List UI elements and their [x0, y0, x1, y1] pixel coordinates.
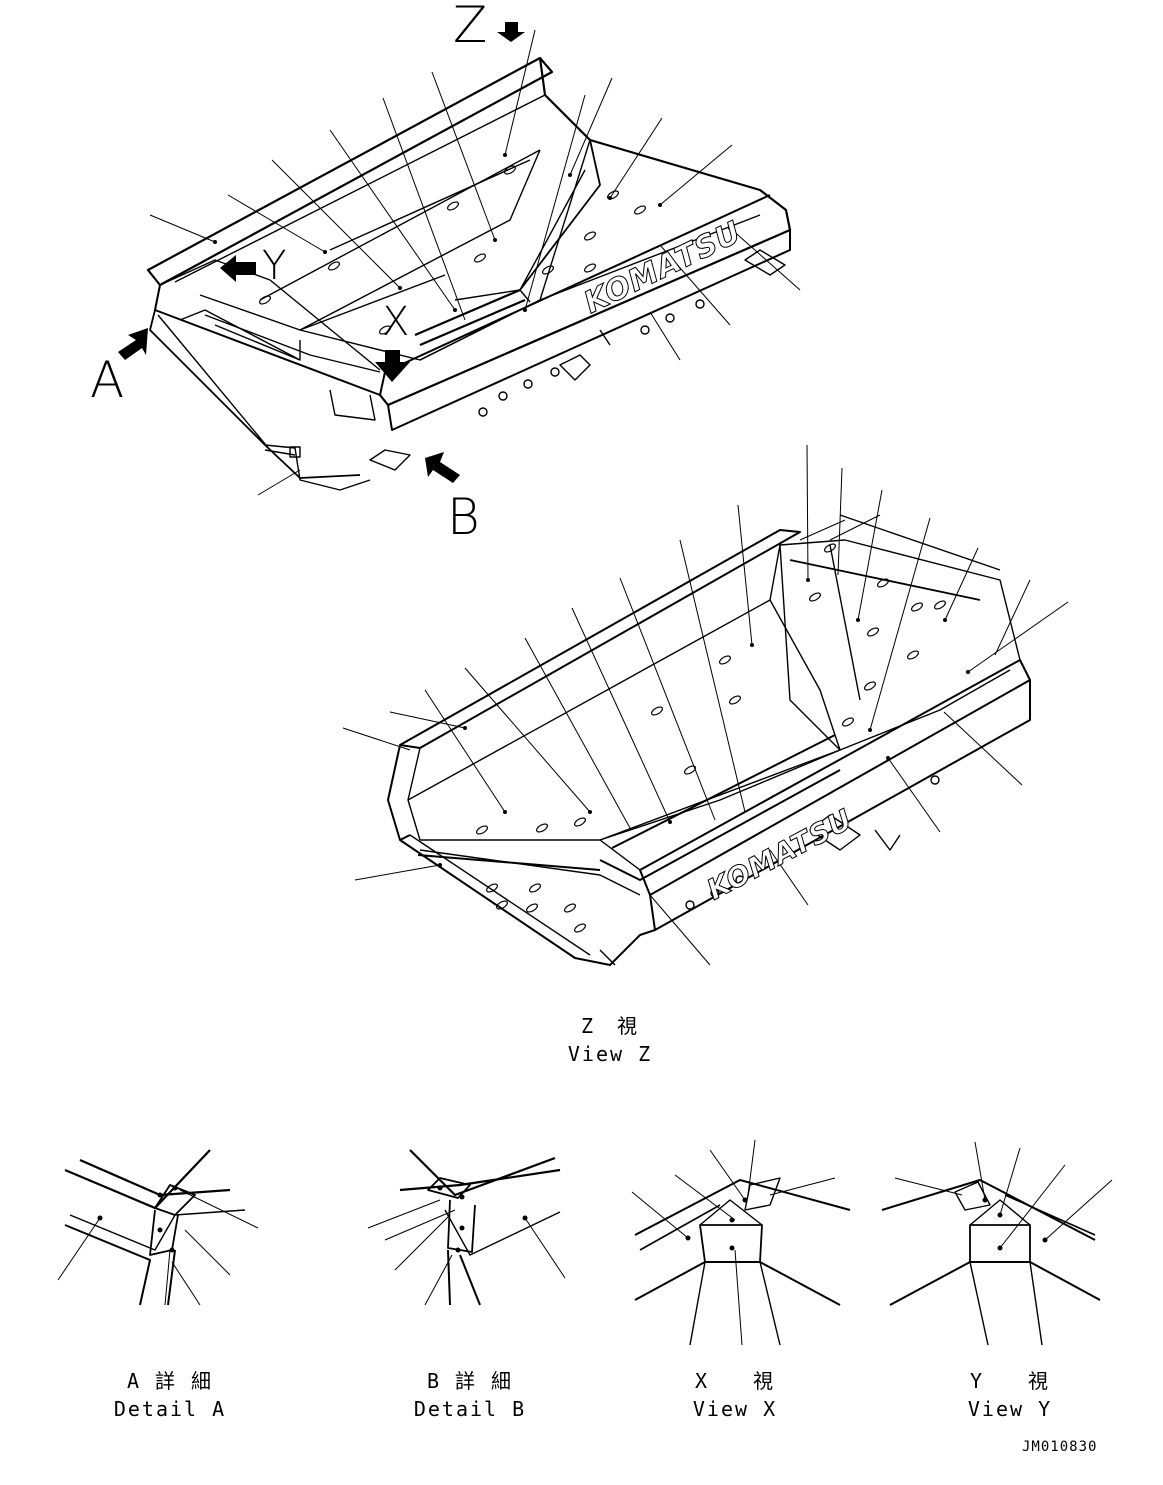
arrow-y-icon [220, 255, 256, 282]
caption-view-z-en: View Z [567, 1042, 653, 1066]
dump-body-top-view [118, 22, 801, 496]
marker-z: Z [453, 0, 488, 54]
caption-detail-b-en: Detail B [413, 1397, 527, 1421]
caption-detail-b-jp: B 詳 細 [426, 1369, 514, 1393]
dump-body-view-z [342, 444, 1069, 966]
view-x-drawing [631, 1139, 851, 1346]
arrow-z-icon [497, 22, 525, 42]
arrow-a-icon [118, 328, 148, 360]
marker-y: Y [262, 243, 287, 289]
caption-detail-b: B 詳 細 Detail B [385, 1367, 555, 1423]
arrow-x-icon [375, 350, 410, 382]
caption-view-z: Z 視 View Z [520, 1012, 700, 1068]
caption-view-x: X 視 View X [650, 1367, 820, 1423]
caption-detail-a-jp: A 詳 細 [126, 1369, 214, 1393]
marker-a: A [90, 351, 125, 409]
caption-view-y: Y 視 View Y [925, 1367, 1095, 1423]
view-y-drawing [881, 1141, 1113, 1346]
caption-detail-a-en: Detail A [113, 1397, 227, 1421]
caption-view-x-en: View X [692, 1397, 778, 1421]
caption-view-z-jp: Z 視 [580, 1014, 640, 1038]
caption-view-y-jp: Y 視 [969, 1369, 1051, 1393]
detail-b-drawing [367, 1149, 566, 1306]
caption-view-y-en: View Y [967, 1397, 1053, 1421]
detail-a-drawing [57, 1149, 259, 1306]
arrow-b-icon [425, 452, 460, 483]
caption-view-x-jp: X 視 [694, 1369, 776, 1393]
marker-b: B [447, 488, 480, 546]
drawing-code: JM010830 [1022, 1439, 1098, 1455]
caption-detail-a: A 詳 細 Detail A [85, 1367, 255, 1423]
marker-x: X [382, 299, 410, 345]
